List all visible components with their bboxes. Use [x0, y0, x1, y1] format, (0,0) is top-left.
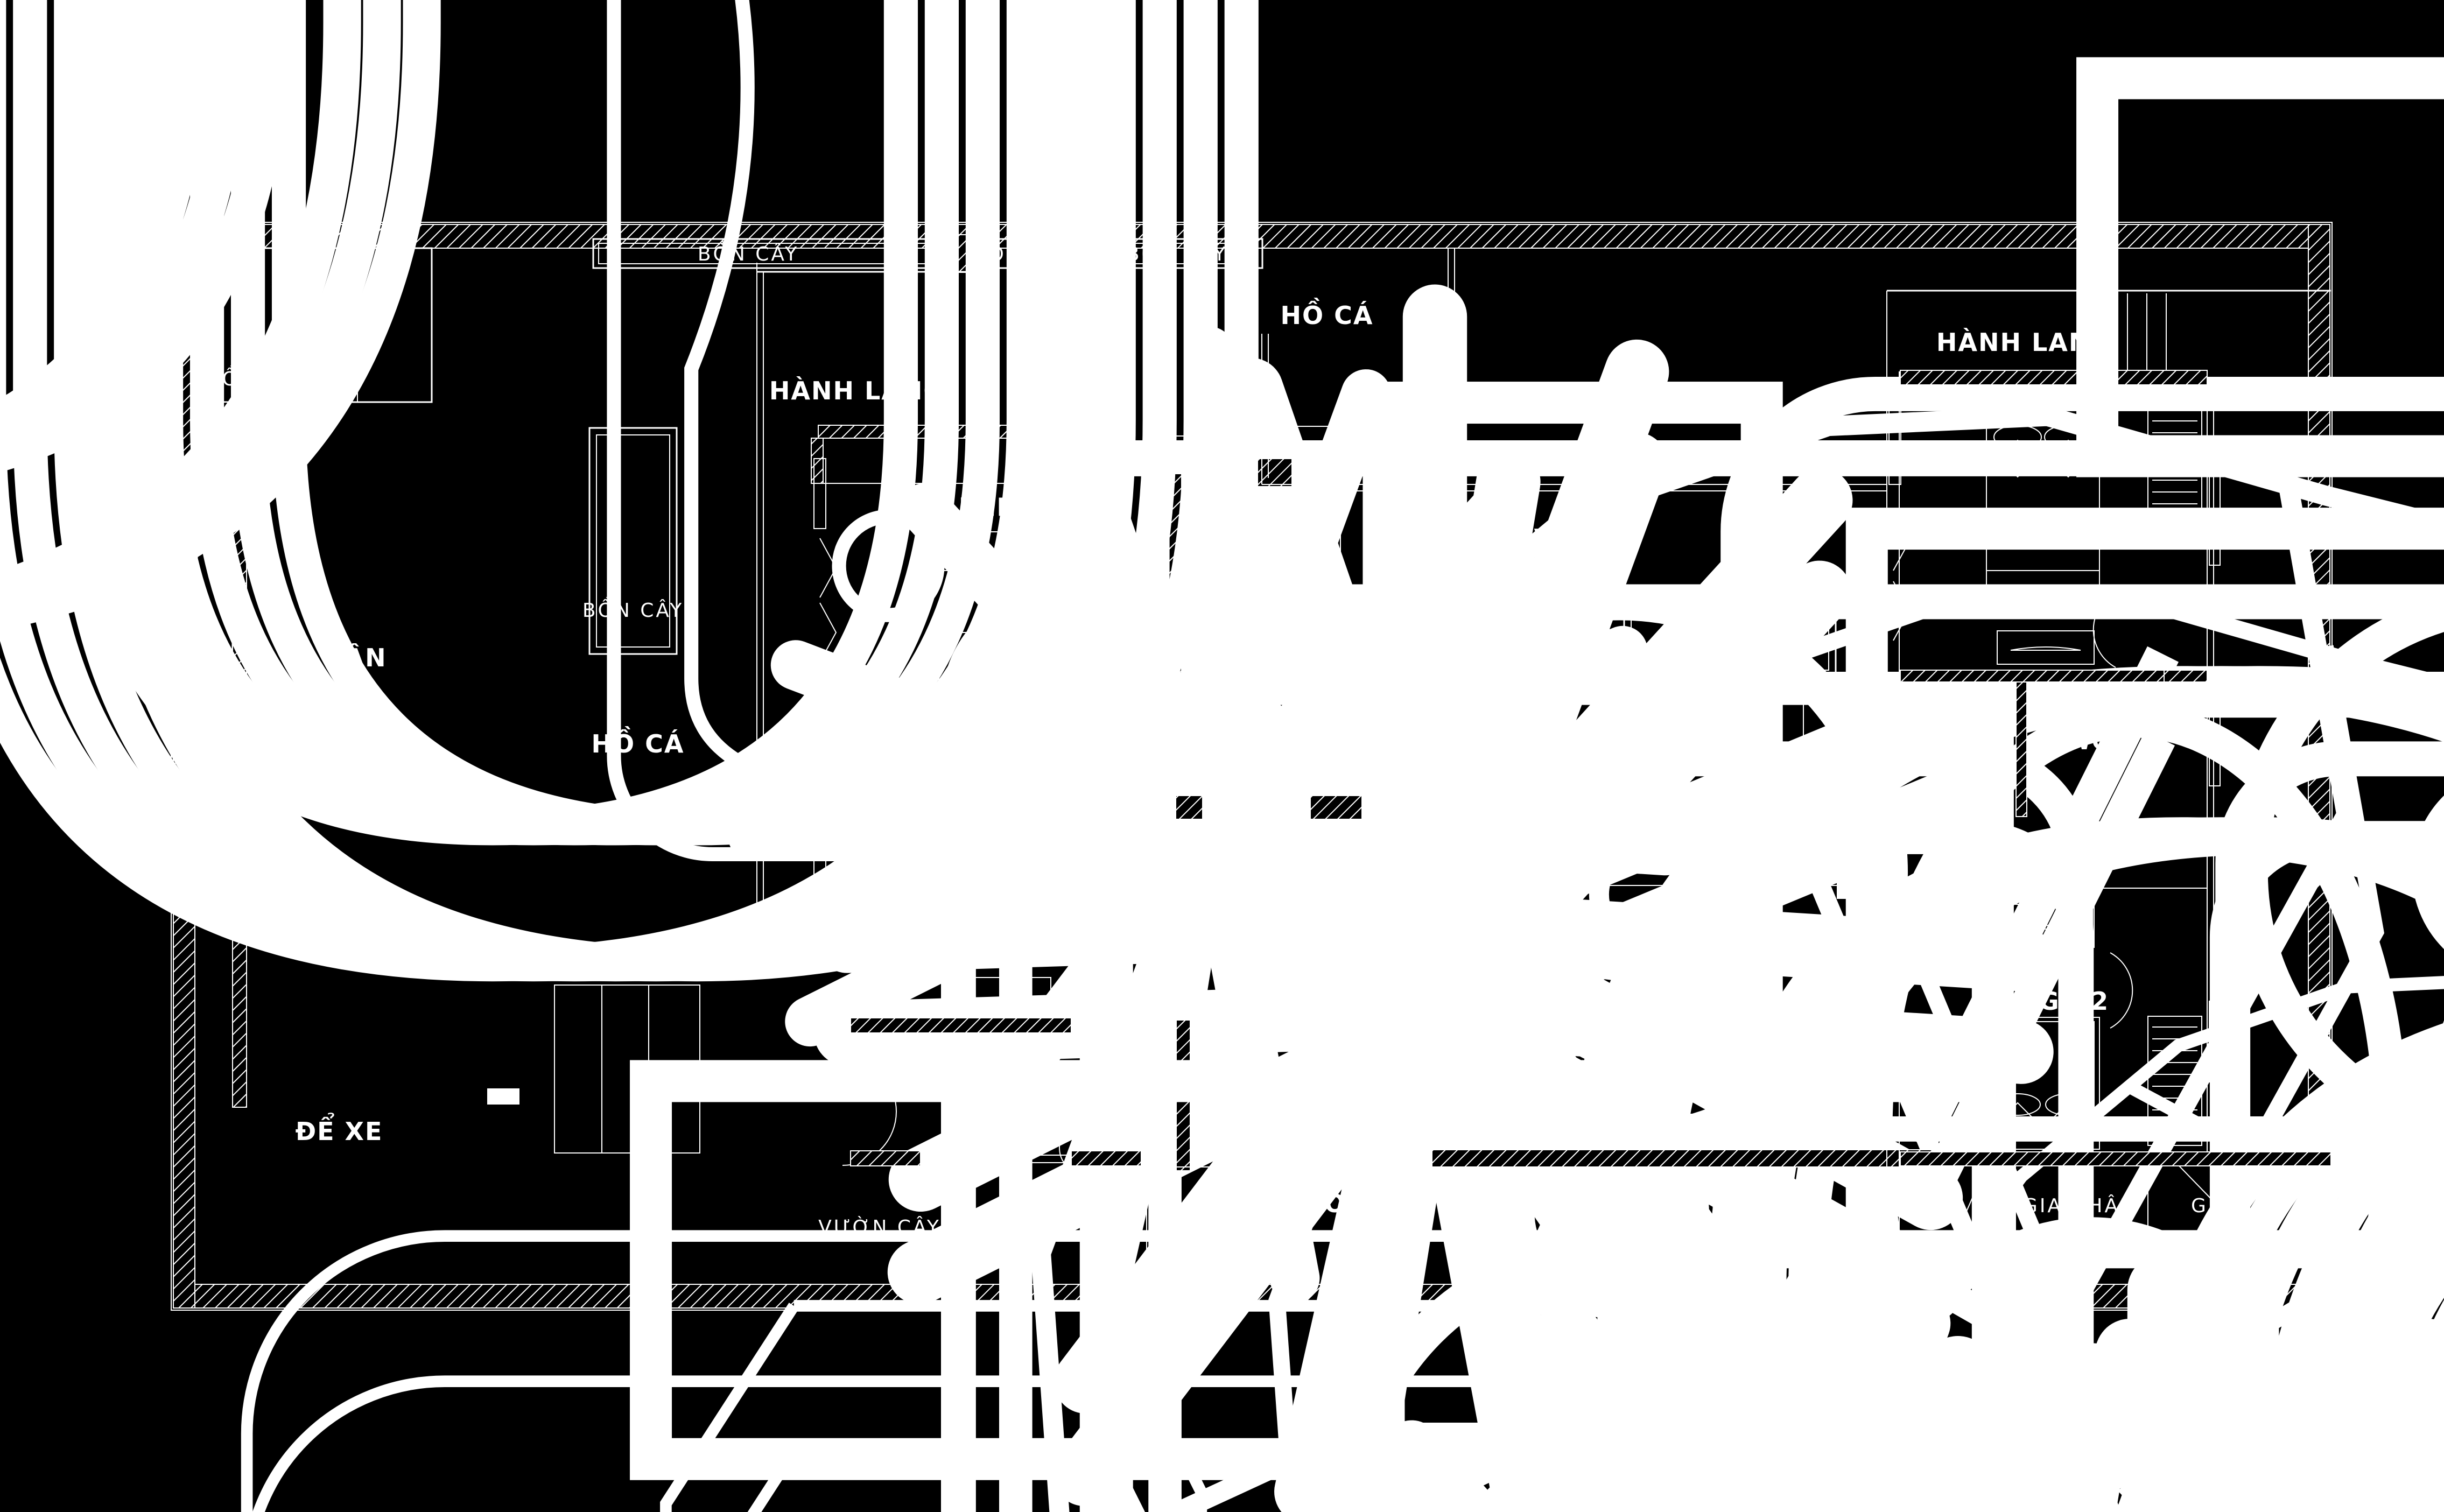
window-wall-east [2209, 473, 2221, 1082]
bathrooms: WC BATH WC BATH [613, 0, 2444, 1512]
room-de-xe: ĐỂ XE [246, 1113, 2444, 1512]
planter-center-tree [1265, 861, 2444, 1512]
service-rooms: GIA NHÂN GIẶT LÀ [1900, 1151, 2331, 1284]
door-arc [2092, 592, 2116, 668]
room-label-planter-strip1: BỒN CÂY [698, 241, 799, 265]
door-leaf [2179, 1165, 2213, 1201]
room-label-bath-left: BATH [1908, 807, 1968, 829]
planter-ho-ca-left: BỒN CÂY HỒ CÁ [582, 427, 2444, 1512]
room-label-gia-nhan: GIA NHÂN [2022, 1194, 2137, 1217]
bbq-table [1571, 959, 1809, 1008]
column-marker [487, 1088, 519, 1105]
room-label-ho-ca-left: HỒ CÁ [592, 726, 685, 758]
room-label-vuon: VƯỜN [1534, 524, 1621, 553]
bed [1986, 1017, 2100, 1150]
window-wall-bedroom1 [1888, 392, 1911, 641]
room-label-planter-hoca: BỒN CÂY [582, 597, 684, 622]
door-arc [2110, 952, 2133, 1029]
room-label-bath-right: BATH [2115, 692, 2175, 714]
room-label-hanh-lang-right: HÀNH LANG [1936, 328, 2112, 357]
strip-vuon-cay: VƯỜN CÂY [818, 1167, 2444, 1512]
room-label-wc-2: WC [2066, 728, 2109, 755]
garden-steps [1265, 494, 1341, 570]
room-p-ngu-1: P. NGỦ 1 [1979, 386, 2202, 668]
planter-bottom-right: BỒN CÂY [1776, 1167, 2444, 1512]
dresser [1991, 890, 2095, 948]
room-vuon: VƯỜN [1534, 524, 2444, 1512]
room-label-ho-ca-bottom: HỒ CÁ [1303, 1186, 1396, 1218]
room-label-vuon-cay: VƯỜN CÂY [818, 1216, 941, 1239]
room-label-planter-mid1: BỒN CÂY [1680, 629, 1781, 654]
wardrobe [2147, 1016, 2202, 1146]
room-label-planter-mid2: BỒN CÂY [1680, 823, 1781, 848]
room-label-ho-ca-top: HỒ CÁ [1281, 298, 1374, 330]
tv-console [870, 977, 1051, 1011]
bed [1986, 387, 2100, 587]
room-label-planter-strip3: BỒN CÂY [1126, 241, 1227, 265]
entry-threshold [920, 1155, 1072, 1163]
pond-ho-ca-bottom: HỒ CÁ [1141, 1166, 1432, 1284]
room-label-p-ngu-2: P. NGỦ 2 [1982, 984, 2109, 1016]
pond-ho-ca-top: HỒ CÁ [1168, 248, 1887, 570]
planter-pot [1059, 1126, 1092, 1170]
room-label-p-ngu-1: P. NGỦ 1 [1979, 592, 2106, 624]
planter-pot [1000, 1126, 1033, 1170]
room-label-planter-bottom: BỒN CÂY [1790, 1257, 1892, 1282]
room-label-hanh-lang-left: HÀNH LANG [769, 376, 945, 405]
window-wall-west [1888, 909, 1911, 1082]
room-p-ngu-2: P. NGỦ 2 [1888, 890, 2202, 1150]
room-label-giat-la: GIẶT LÀ [2191, 1194, 2283, 1217]
room-label-de-xe: ĐỂ XE [296, 1113, 383, 1146]
room-label-wc-1: WC [1955, 728, 1998, 755]
planters-mid-right: BỒN CÂY BỒN CÂY [1623, 606, 1837, 870]
dresser [1997, 630, 2095, 665]
right-wing: HÀNH LANG P. N [613, 0, 2444, 1512]
door-leaf [1959, 1165, 1987, 1228]
room-label-bbq: BBQ [1589, 1056, 1651, 1085]
